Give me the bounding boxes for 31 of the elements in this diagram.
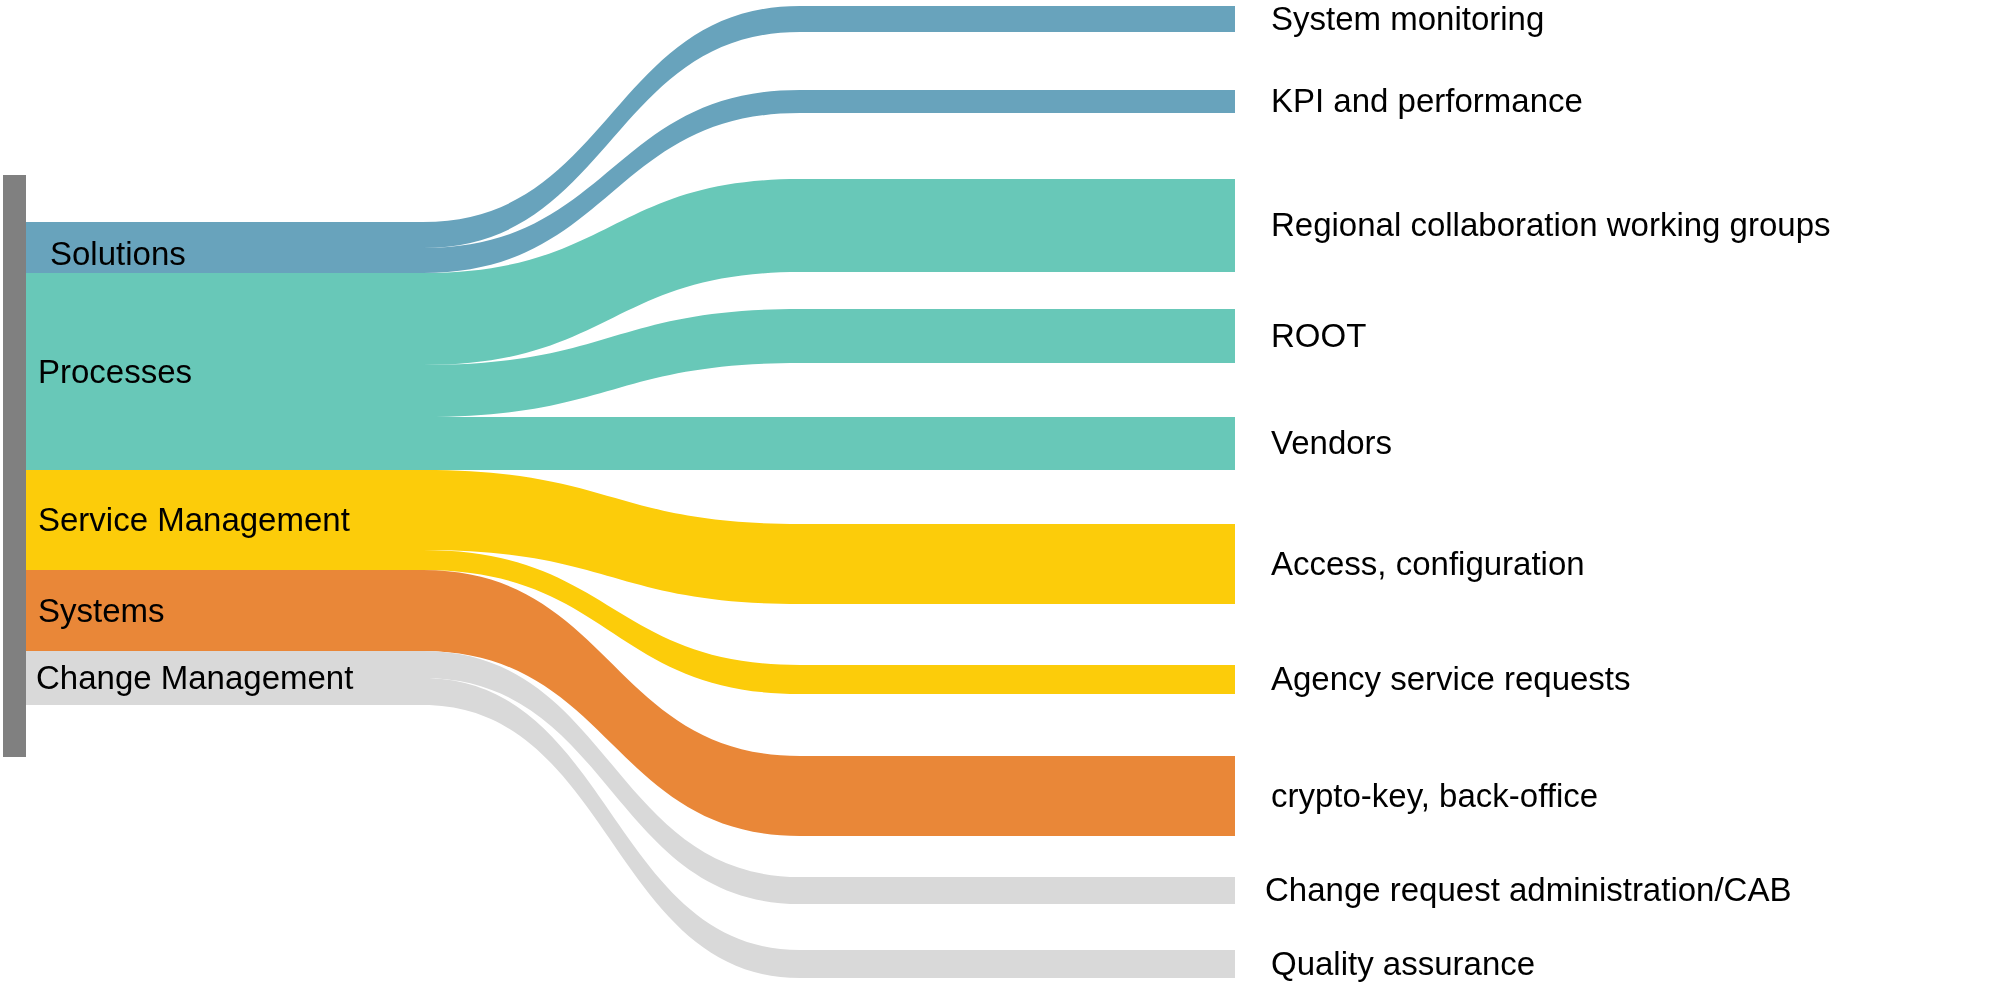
category-segment: [26, 222, 423, 273]
flow-band: [423, 90, 1235, 273]
target-label: Quality assurance: [1271, 945, 1536, 983]
category-segment: [26, 651, 423, 705]
node-label: Change Management: [36, 659, 354, 697]
node-label: Processes: [38, 352, 193, 391]
flow-band: [423, 6, 1235, 248]
flow-band: [423, 570, 1235, 836]
node-label: Solutions: [50, 234, 186, 273]
flow-band: [423, 179, 1235, 365]
node-label: Service Management: [38, 501, 350, 539]
target-label: crypto-key, back-office: [1271, 777, 1599, 815]
target-label: Agency service requests: [1271, 660, 1631, 698]
flow-band: [423, 651, 1235, 904]
target-label: Vendors: [1271, 424, 1393, 462]
flow-band: [423, 678, 1235, 978]
target-label: KPI and performance: [1271, 82, 1583, 120]
category-segment: [26, 470, 423, 570]
target-label: ROOT: [1271, 317, 1367, 355]
flow-band: [423, 417, 1235, 470]
target-label: Regional collaboration working groups: [1271, 206, 1831, 244]
category-segment: [26, 570, 423, 651]
flow-band: [423, 309, 1235, 417]
target-label: Access, configuration: [1271, 545, 1585, 583]
flow-band: [423, 550, 1235, 694]
node-label: Systems: [38, 591, 165, 630]
flow-band: [423, 470, 1235, 604]
category-segment: [26, 273, 423, 470]
source-bar: [3, 175, 26, 757]
target-label: Change request administration/CAB: [1265, 871, 1792, 909]
target-label: System monitoring: [1271, 0, 1545, 38]
